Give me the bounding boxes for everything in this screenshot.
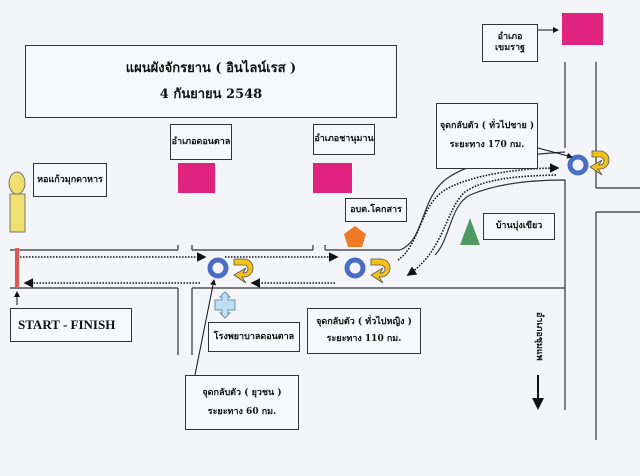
label-chanuman: อำเภอชานุมาน (313, 124, 375, 155)
uturn-icon (233, 150, 610, 284)
label-ho-kaew: หอแก้วมุกดาหาร (33, 163, 107, 197)
label-khemarat: อำเภอเขมราฐ (482, 24, 538, 62)
route-lines (20, 163, 560, 288)
direction-label: อำเภอชุมแพ (534, 312, 544, 361)
map-date: 4 กันยายน 2548 (159, 86, 263, 102)
label-donkan: อำเภอดอนตาล (170, 124, 232, 160)
turnpoint-women: จุดกลับตัว ( ทั่วไปหญิง ) ระยะทาง 110 กม… (307, 308, 421, 354)
roads (10, 62, 640, 440)
pentagon-icon (344, 226, 366, 247)
map-title: แผนผังจักรยาน ( อินไลน์เรส ) (125, 60, 297, 76)
title-box: แผนผังจักรยาน ( อินไลน์เรส ) 4 กันยายน 2… (25, 45, 397, 118)
label-hospital: โรงพยาบาลดอนตาล (208, 322, 300, 352)
triangle-icon (460, 218, 480, 245)
turnpoint-youth: จุดกลับตัว ( ยุวชน ) ระยะทาง 60 กม. (185, 375, 299, 430)
label-ban-bung: บ้านบุ่งเขียว (483, 213, 555, 240)
district-marker (178, 13, 603, 193)
start-line (15, 248, 19, 288)
roundabout-icon (207, 154, 589, 279)
start-finish-label: START - FINISH (10, 308, 132, 342)
tower-icon (8, 171, 26, 233)
turnpoint-men: จุดกลับตัว ( ทั่วไปชาย ) ระยะทาง 170 กม. (436, 103, 538, 169)
label-obt: อบต.โคกสาร (345, 198, 407, 222)
hospital-icon (214, 291, 236, 319)
